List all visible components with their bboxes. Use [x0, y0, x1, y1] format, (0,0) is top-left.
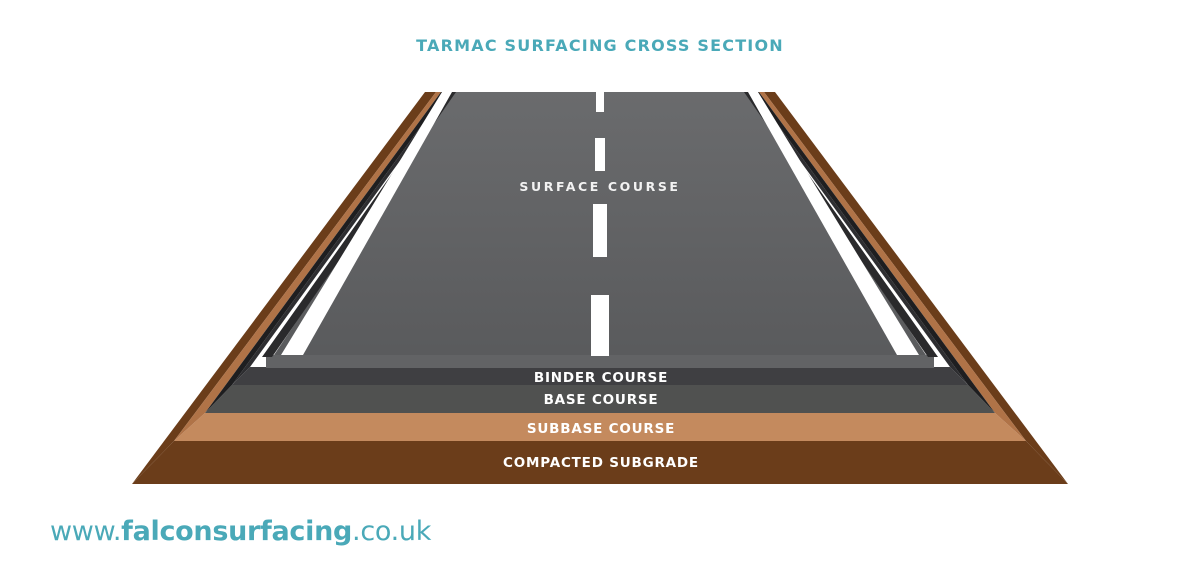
- right-base-slope: [754, 92, 995, 413]
- binder-course-label: BINDER COURSE: [534, 370, 668, 386]
- left-binder-slope: [232, 92, 450, 385]
- subgrade-label: COMPACTED SUBGRADE: [503, 455, 699, 471]
- subbase-course-label: SUBBASE COURSE: [527, 421, 675, 437]
- right-edge-line: [748, 92, 919, 355]
- left-base-slope: [205, 92, 446, 413]
- subgrade-layer: [132, 441, 1068, 484]
- centre-dash: [595, 138, 605, 171]
- surface-course-edge: [266, 355, 934, 368]
- left-edge-line: [281, 92, 452, 355]
- website-url[interactable]: www.falconsurfacing.co.uk: [50, 516, 431, 547]
- subbase-layer: [174, 413, 1026, 441]
- website-suffix: .co.uk: [352, 516, 432, 547]
- left-subgrade-slope: [132, 92, 436, 484]
- centre-dash: [593, 204, 607, 257]
- base-course-label: BASE COURSE: [544, 392, 659, 408]
- right-subgrade-slope: [764, 92, 1068, 484]
- diagram-title: TARMAC SURFACING CROSS SECTION: [416, 36, 784, 55]
- website-brand: falconsurfacing: [121, 516, 353, 547]
- binder-course-layer: [232, 367, 968, 385]
- right-binder-slope: [750, 92, 968, 385]
- left-subbase-slope: [174, 92, 441, 441]
- base-course-layer: [205, 385, 995, 413]
- website-prefix: www.: [50, 516, 122, 547]
- centre-dash: [596, 92, 604, 112]
- surface-course-label: SURFACE COURSE: [519, 179, 680, 194]
- centre-dash: [591, 295, 609, 356]
- right-subbase-slope: [759, 92, 1026, 441]
